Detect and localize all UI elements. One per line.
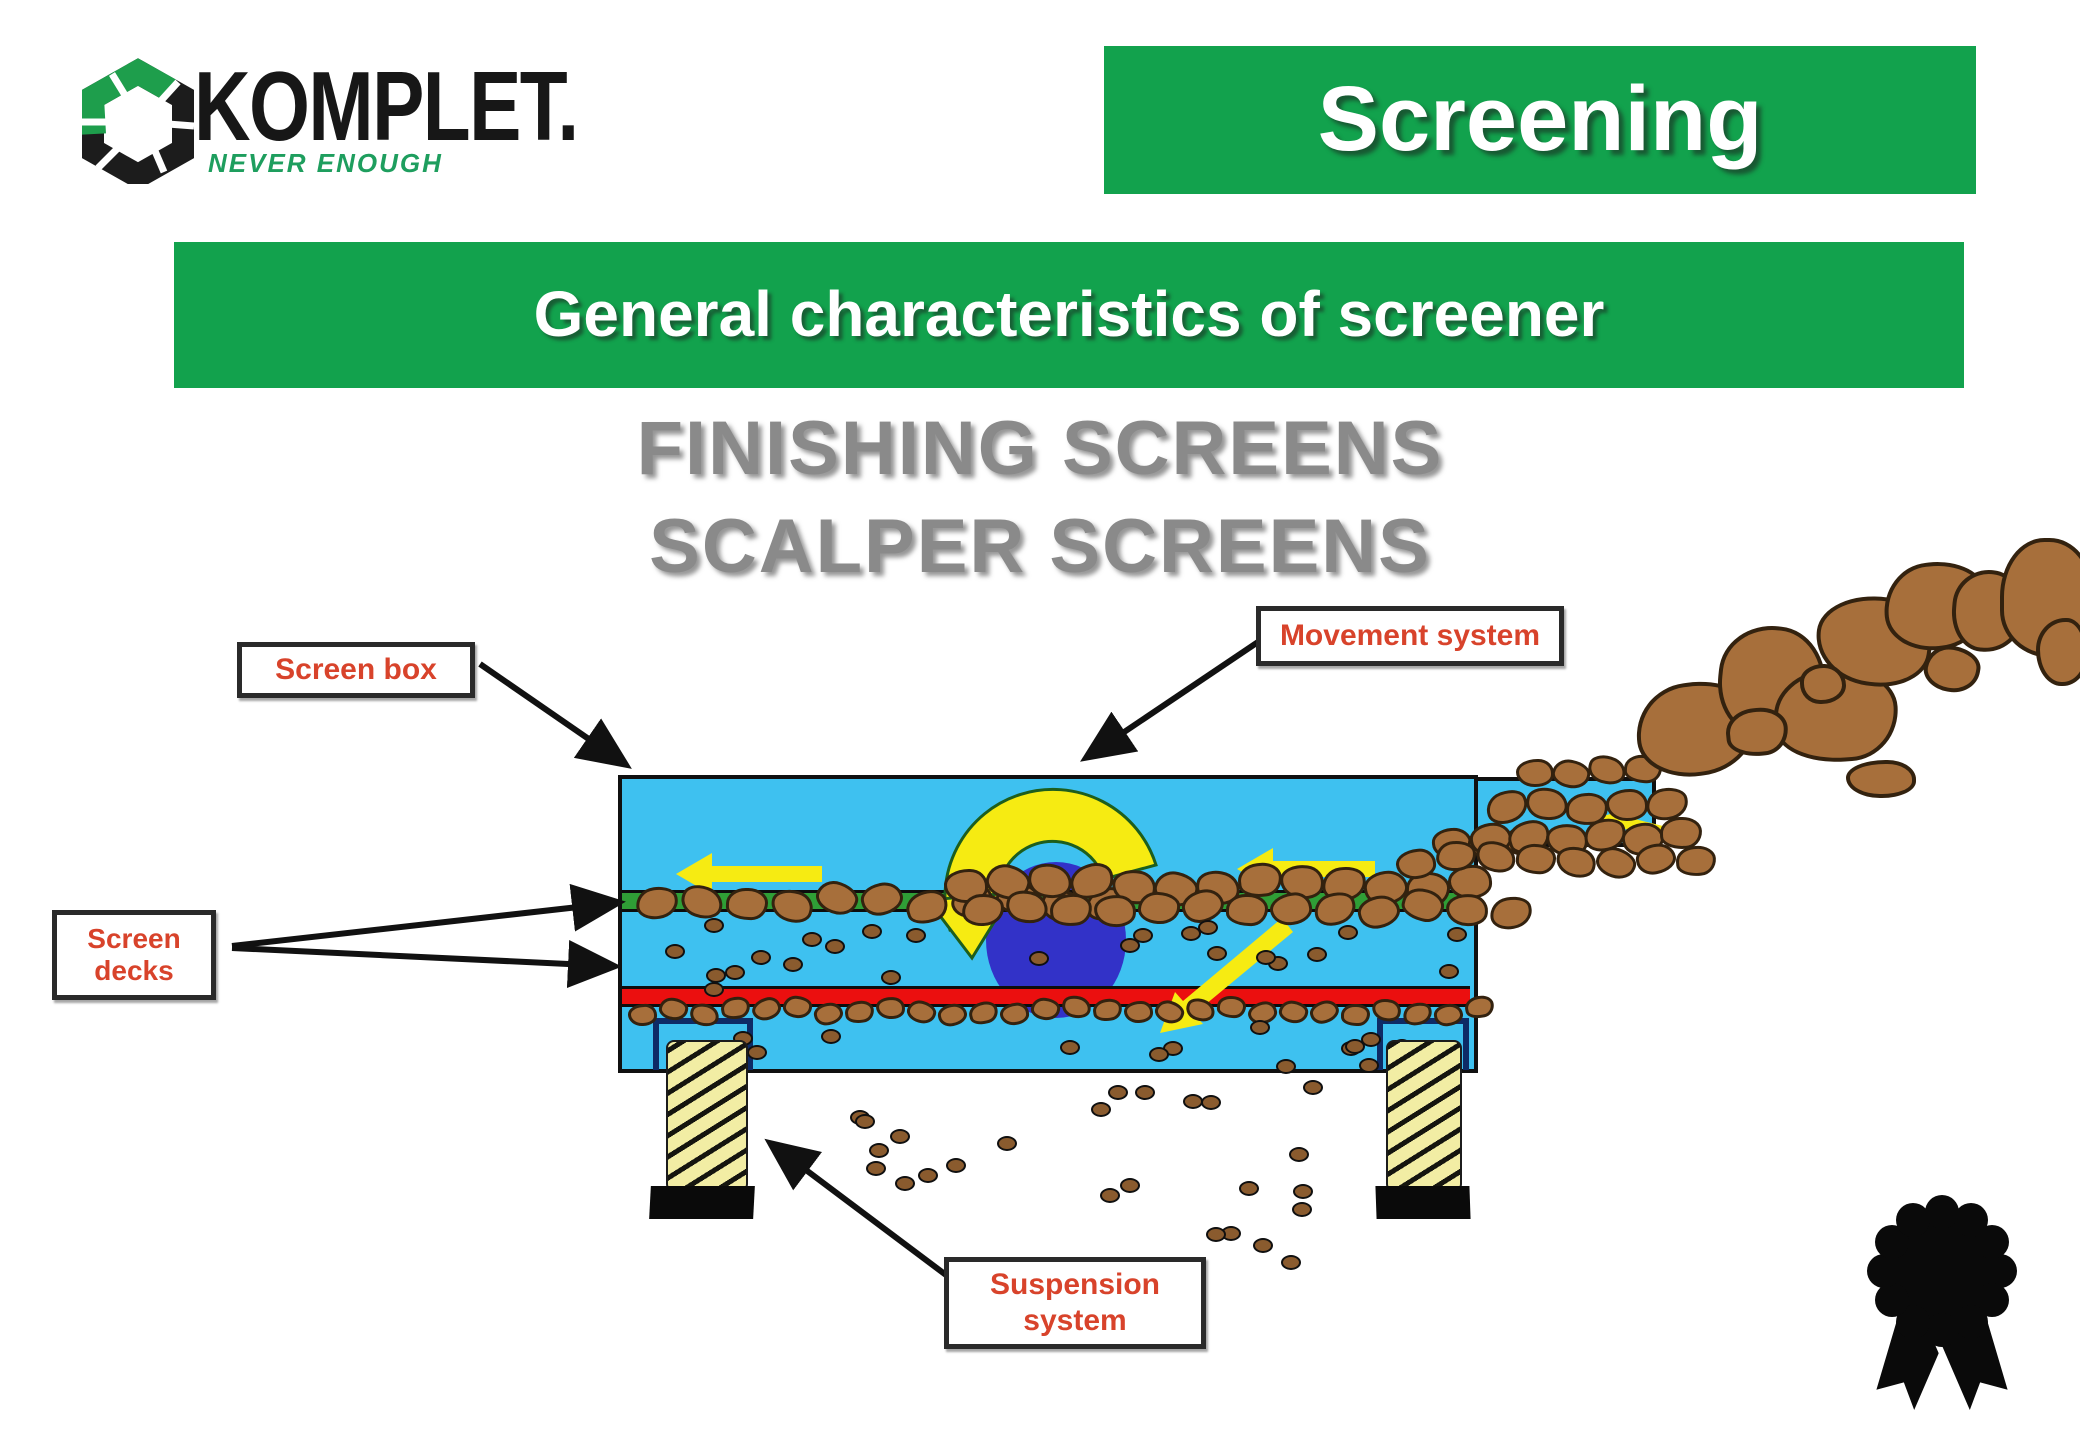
falling-particle [1108,1085,1129,1101]
support-foot-right [1375,1186,1471,1219]
rock [1552,842,1600,882]
falling-particle [1120,1178,1141,1194]
big-rock [1723,704,1791,760]
logo-hexagon-icon [79,58,196,190]
screen-decks-label-line2: decks [94,955,174,986]
upper-screen-deck [622,890,1470,912]
screening-banner: Screening [1104,46,1976,194]
falling-particle [866,1161,887,1177]
section-title: General characteristics of screener [533,278,1605,350]
falling-particle [1292,1184,1313,1200]
falling-particle [869,1142,890,1158]
movement-system-callout: Movement system [1256,606,1564,666]
falling-particle [1135,1084,1156,1100]
big-rock [1810,588,1938,694]
section-banner: General characteristics of screener [174,242,1964,388]
movement-system-label: Movement system [1279,619,1541,652]
screen-decks-arrow-upper [231,883,626,949]
suspension-spring-right [1386,1040,1462,1192]
falling-particle [1090,1102,1111,1118]
big-rock [1630,674,1762,784]
award-ribbon-icon [1867,1195,2017,1427]
suspension-system-arrow [764,1138,960,1287]
rock [1515,842,1557,875]
brand-wordmark: KOMPLET. [194,51,579,161]
rock [1659,816,1703,850]
falling-particle [1201,1094,1222,1110]
falling-particle [1252,1238,1273,1254]
falling-particle [1205,1227,1226,1243]
support-foot-left [649,1186,755,1219]
falling-particle [1289,1146,1310,1162]
big-rock [1770,663,1902,767]
big-rock [2036,618,2080,686]
big-rock [1920,641,1984,697]
feed-chute [1478,777,1656,847]
falling-particle [997,1135,1018,1151]
big-rock [1712,620,1832,744]
screen-decks-arrow-lower [231,940,622,988]
falling-particle [946,1158,967,1174]
screen-box-callout: Screen box [237,642,475,698]
falling-particle [1220,1225,1241,1241]
falling-particle [1281,1255,1302,1271]
falling-particle [1292,1201,1313,1217]
falling-particle [917,1167,938,1183]
falling-particle [1303,1080,1324,1096]
subtitle-line-1: FINISHING SCREENS [636,406,1444,491]
brand-tagline: NEVER ENOUGH [208,148,443,178]
rock [1674,844,1718,878]
subtitle-line-2: SCALPER SCREENS [649,504,1431,589]
falling-particle [854,1114,875,1130]
suspension-spring-left [666,1040,748,1192]
falling-particle [1183,1093,1204,1109]
rock [1487,893,1535,933]
screen-decks-label-line1: Screen [87,923,181,954]
big-rock [1846,760,1916,798]
falling-particle [1099,1188,1120,1204]
screen-decks-callout: Screen decks [52,910,216,1000]
screen-box-arrow [478,661,632,769]
komplet-logo [79,56,196,190]
suspension-system-label-line2: system [1023,1304,1127,1337]
big-rock [2000,538,2080,658]
slide-subtitle: FINISHING SCREENS SCALPER SCREENS [300,400,1780,596]
big-rock [1879,556,1993,656]
screen-box-label: Screen box [275,653,437,686]
suspension-system-callout: Suspension system [944,1257,1206,1349]
big-rock [1948,567,2028,655]
falling-particle [890,1129,911,1145]
falling-particle [849,1110,870,1126]
suspension-system-label-line1: Suspension [989,1268,1161,1301]
lower-screen-deck [622,986,1470,1007]
movement-system-arrow [1080,639,1260,762]
falling-particle [895,1176,916,1192]
screening-title: Screening [1317,68,1763,170]
falling-particle [1238,1180,1259,1196]
big-rock [1800,664,1846,704]
rock [1592,842,1640,884]
